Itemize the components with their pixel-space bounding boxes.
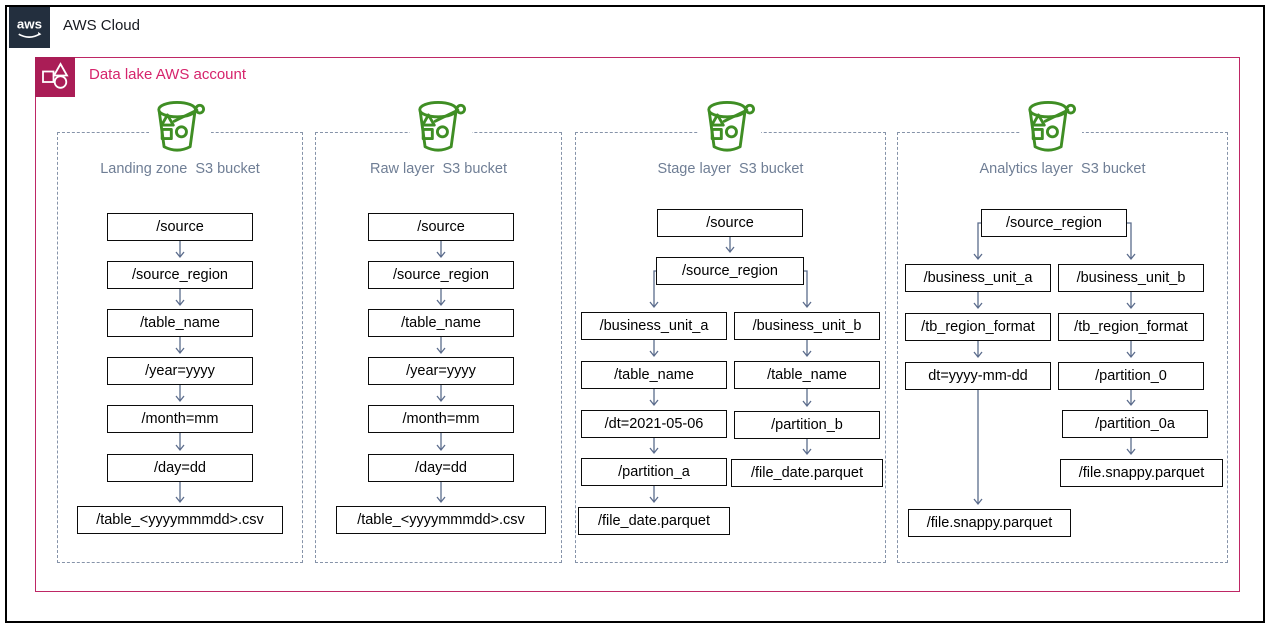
- s3-path-node: /source_region: [368, 261, 514, 289]
- s3-path-node: dt=yyyy-mm-dd: [905, 362, 1051, 390]
- s3-path-node: /table_<yyyymmmdd>.csv: [77, 506, 283, 534]
- s3-path-node: /source: [368, 213, 514, 241]
- column-title-stage: Stage layer S3 bucket: [657, 161, 804, 177]
- s3-path-node: /year=yyyy: [107, 357, 253, 385]
- s3-path-node: /partition_0: [1058, 362, 1204, 390]
- s3-path-node: /file_date.parquet: [578, 507, 730, 535]
- s3-path-node: /business_unit_b: [1058, 264, 1204, 292]
- raw-layer-column: [315, 132, 562, 563]
- aws-cloud-label: AWS Cloud: [63, 17, 140, 34]
- s3-bucket-icon: [410, 99, 472, 155]
- aws-logo-text: aws: [17, 17, 42, 32]
- s3-path-node: /business_unit_a: [581, 312, 727, 340]
- column-title-landing: Landing zone S3 bucket: [100, 161, 260, 177]
- analytics-layer-column: [897, 132, 1228, 563]
- s3-path-node: /month=mm: [368, 405, 514, 433]
- s3-path-node: /partition_a: [581, 458, 727, 486]
- column-title-raw: Raw layer S3 bucket: [369, 161, 507, 177]
- column-title-analytics: Analytics layer S3 bucket: [979, 161, 1146, 177]
- s3-path-node: /day=dd: [107, 454, 253, 482]
- s3-path-node: /source_region: [107, 261, 253, 289]
- aws-account-icon: [35, 57, 75, 97]
- s3-path-node: /business_unit_a: [905, 264, 1051, 292]
- s3-path-node: /table_<yyyymmmdd>.csv: [336, 506, 546, 534]
- s3-path-node: /partition_0a: [1062, 410, 1208, 438]
- s3-bucket-icon: [699, 99, 761, 155]
- s3-path-node: /month=mm: [107, 405, 253, 433]
- stage-layer-column: [575, 132, 886, 563]
- s3-bucket-icon: [149, 99, 211, 155]
- aws-logo-icon: aws: [9, 7, 50, 48]
- s3-path-node: /source: [657, 209, 803, 237]
- s3-path-node: /tb_region_format: [905, 313, 1051, 341]
- s3-path-node: /file.snappy.parquet: [908, 509, 1071, 537]
- s3-path-node: /business_unit_b: [734, 312, 880, 340]
- s3-path-node: /table_name: [368, 309, 514, 337]
- s3-bucket-icon: [1020, 99, 1082, 155]
- s3-path-node: /year=yyyy: [368, 357, 514, 385]
- s3-path-node: /file_date.parquet: [731, 459, 883, 487]
- data-lake-account-label: Data lake AWS account: [89, 66, 247, 83]
- s3-path-node: /day=dd: [368, 454, 514, 482]
- landing-zone-column: [57, 132, 303, 563]
- s3-path-node: /table_name: [734, 361, 880, 389]
- s3-path-node: /table_name: [107, 309, 253, 337]
- s3-path-node: /file.snappy.parquet: [1060, 459, 1223, 487]
- data-lake-account-frame: [35, 57, 1240, 592]
- s3-path-node: /partition_b: [734, 411, 880, 439]
- s3-path-node: /tb_region_format: [1058, 313, 1204, 341]
- s3-path-node: /source_region: [656, 257, 804, 285]
- s3-path-node: /table_name: [581, 361, 727, 389]
- s3-path-node: /source: [107, 213, 253, 241]
- s3-path-node: /dt=2021-05-06: [581, 410, 727, 438]
- s3-path-node: /source_region: [981, 209, 1127, 237]
